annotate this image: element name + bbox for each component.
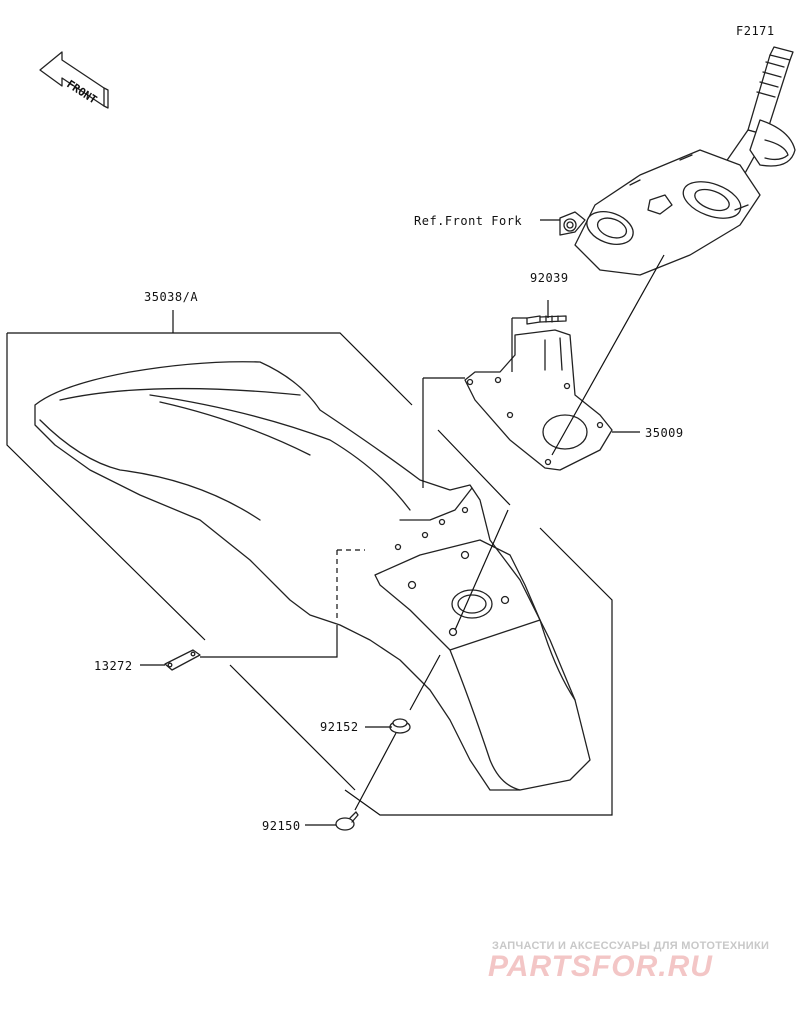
- bolt-92039: [526, 315, 567, 325]
- leader-lines: [6, 219, 665, 826]
- label-92152: 92152: [320, 720, 359, 734]
- label-92150: 92150: [262, 819, 301, 833]
- label-13272: 13272: [94, 659, 133, 673]
- figure-code: F2171: [736, 24, 775, 38]
- label-ref-front-fork: Ref.Front Fork: [414, 214, 523, 228]
- triple-clamp: [559, 46, 796, 276]
- washer-92152: [389, 718, 411, 734]
- label-35038-a: 35038/A: [144, 290, 199, 304]
- front-fender: [34, 361, 591, 791]
- watermark-logo: PARTSFOR.RU: [488, 950, 713, 983]
- bolt-92150: [335, 811, 359, 831]
- label-92039: 92039: [530, 271, 569, 285]
- front-arrow-icon: FRONT: [39, 51, 109, 109]
- fender-bracket: [464, 329, 613, 471]
- watermark-tagline: ЗАПЧАСТИ И АКСЕССУАРЫ ДЛЯ МОТОТЕХНИКИ: [492, 940, 770, 952]
- plate-13272: [164, 649, 201, 671]
- label-35009: 35009: [645, 426, 684, 440]
